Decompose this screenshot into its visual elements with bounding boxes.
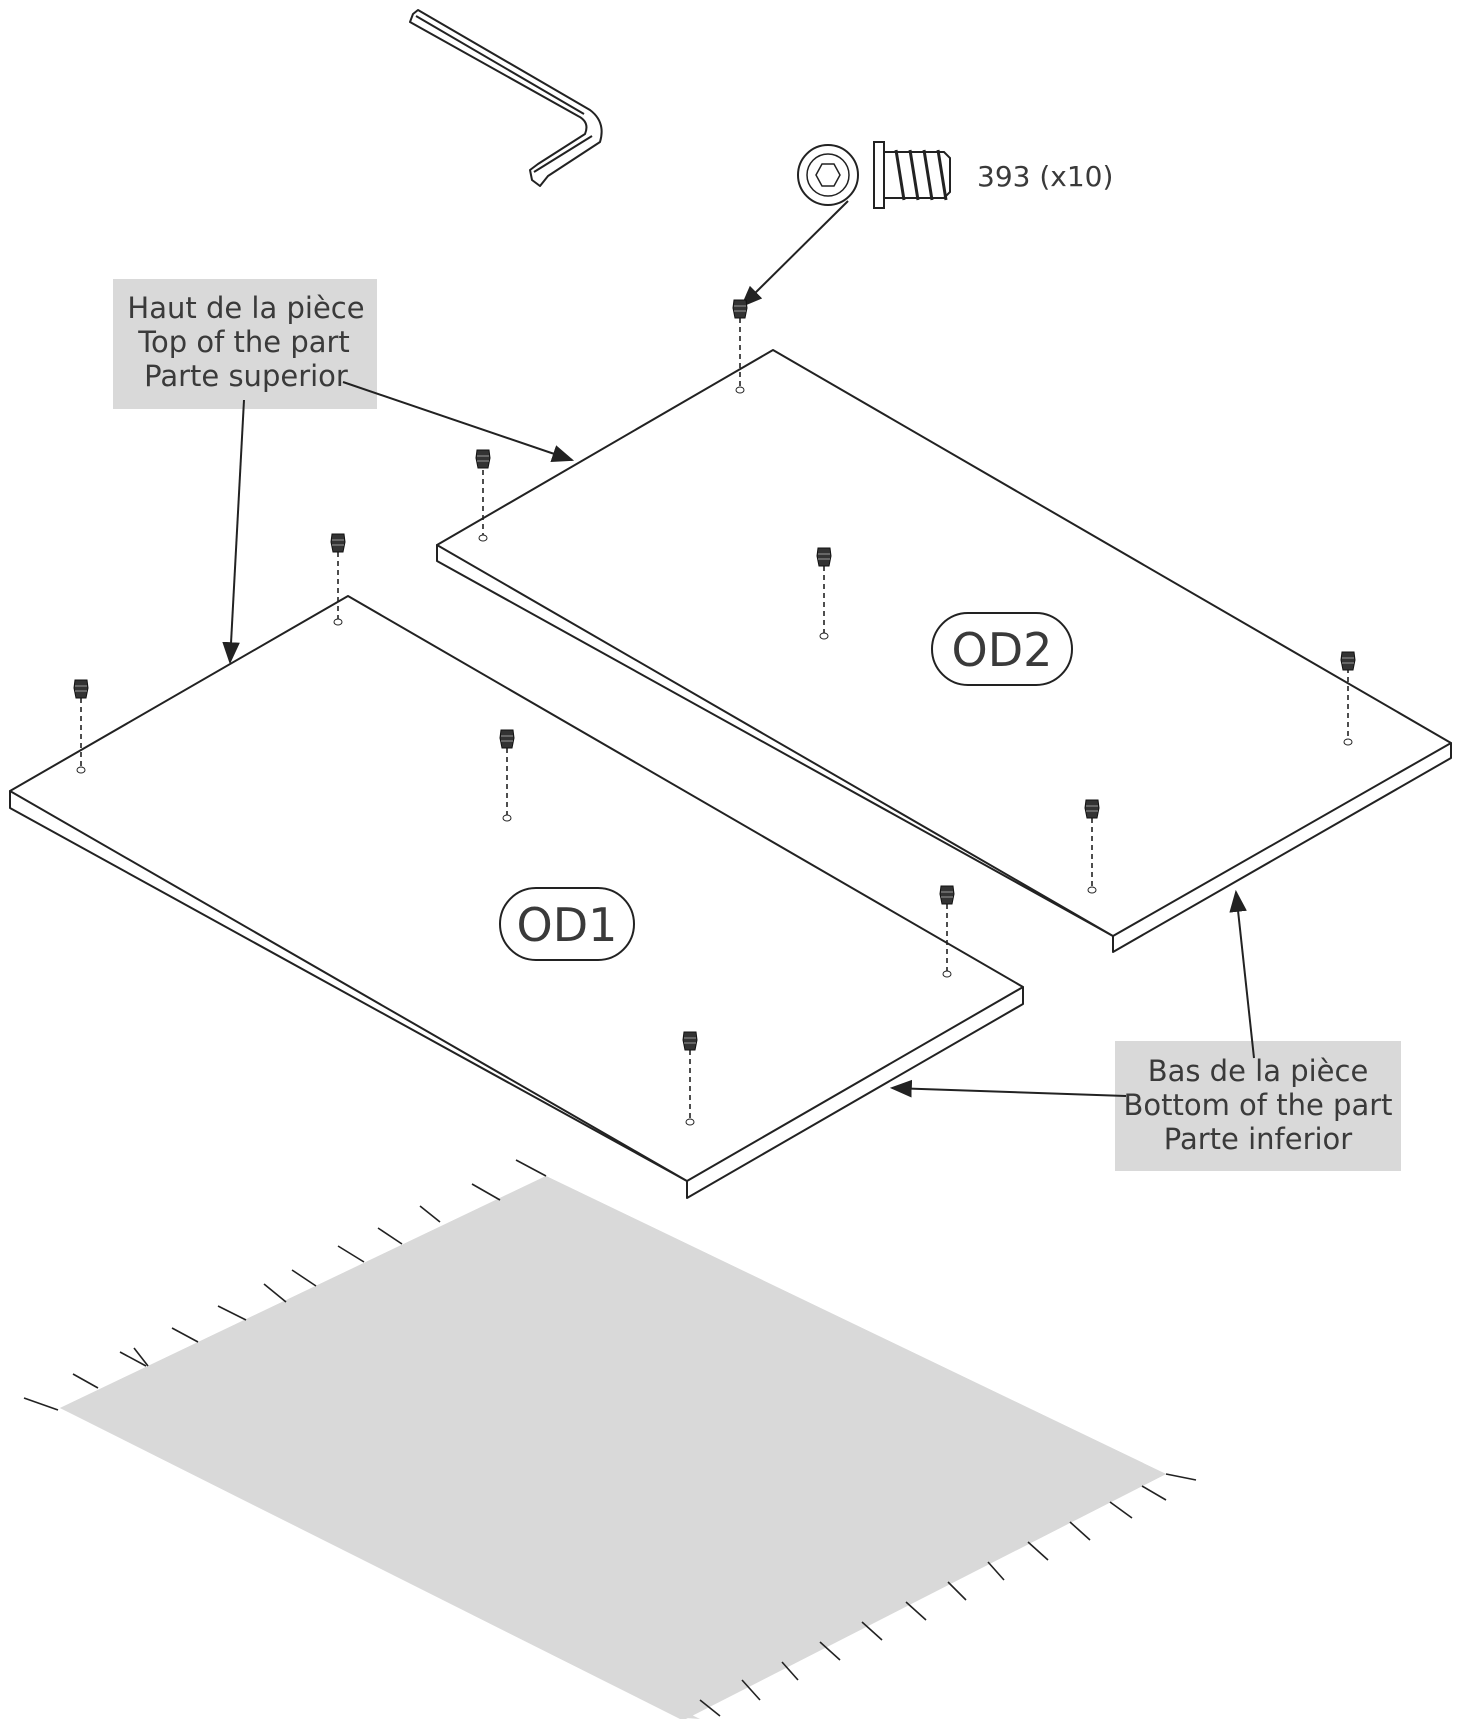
callout-bottom-pt: Parte inferior bbox=[1164, 1122, 1353, 1156]
callout-bottom: Bas de la pièce Bottom of the part Parte… bbox=[889, 889, 1401, 1171]
callout-top-box bbox=[113, 279, 377, 409]
panel-od1-label: OD1 bbox=[517, 898, 618, 952]
callout-bottom-fr: Bas de la pièce bbox=[1148, 1054, 1369, 1088]
callout-top-en: Top of the part bbox=[137, 325, 350, 359]
callout-top-arrow-od1 bbox=[222, 399, 245, 665]
callout-bottom-arrow-od2 bbox=[1229, 889, 1255, 1059]
panel-od1-inserts bbox=[73, 533, 955, 1126]
panel-od2-inserts bbox=[475, 299, 1356, 894]
panel-od1: OD1 bbox=[9, 533, 1024, 1199]
callout-bottom-arrow-od1 bbox=[889, 1079, 1127, 1098]
panel-od2: OD2 bbox=[436, 299, 1452, 953]
callout-bottom-en: Bottom of the part bbox=[1123, 1088, 1392, 1122]
insert-nut-icon bbox=[873, 141, 951, 209]
floor-mat bbox=[23, 1159, 1197, 1719]
hardware-pointer bbox=[740, 200, 849, 308]
panel-od1-tag bbox=[499, 887, 635, 961]
hex-socket-icon bbox=[797, 144, 859, 206]
callout-top-pt: Parte superior bbox=[144, 359, 348, 393]
callout-top: Haut de la pièce Top of the part Parte s… bbox=[113, 279, 575, 665]
hardware-part-number: 393 (x10) bbox=[977, 160, 1113, 193]
callout-top-fr: Haut de la pièce bbox=[127, 291, 364, 325]
panel-od2-label: OD2 bbox=[952, 623, 1053, 677]
panel-od2-tag bbox=[931, 612, 1073, 686]
callout-top-arrow-od2 bbox=[342, 381, 575, 462]
callout-bottom-box bbox=[1115, 1041, 1401, 1171]
hex-key-icon bbox=[409, 9, 603, 187]
